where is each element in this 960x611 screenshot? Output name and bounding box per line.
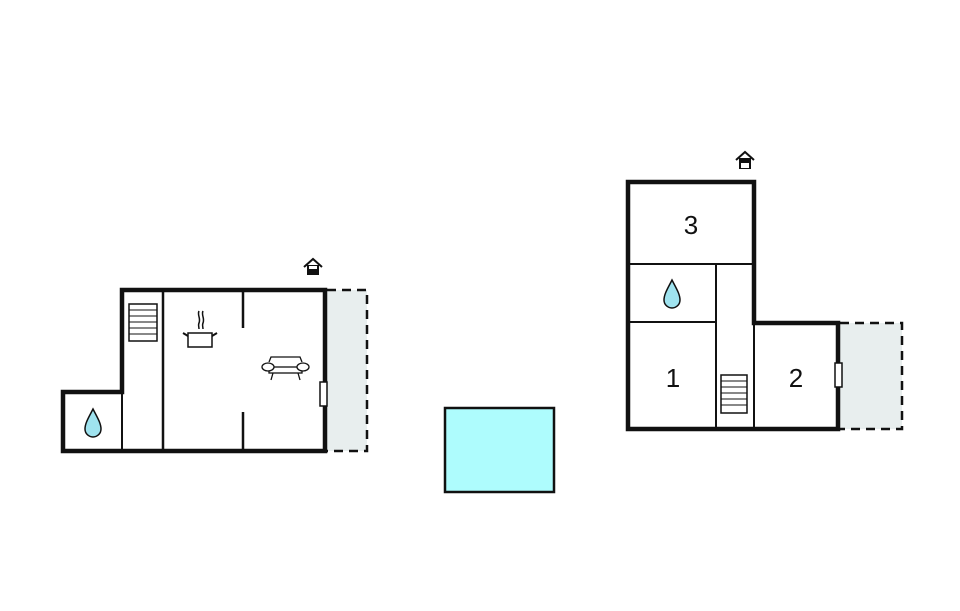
sofa-icon <box>261 356 310 381</box>
ground-floor-terrace <box>327 288 369 453</box>
door-icon <box>834 362 843 388</box>
room-label-3: 3 <box>684 210 698 240</box>
door-icon <box>319 381 328 407</box>
stairs-icon <box>128 303 158 342</box>
water-drop-icon <box>84 407 102 438</box>
cooking-pot-icon <box>182 310 218 348</box>
house-entrance-icon <box>735 150 755 169</box>
upper-floor-plan: 3 1 2 <box>625 150 904 432</box>
water-drop-icon <box>663 278 681 309</box>
upper-floor-terrace <box>840 321 904 431</box>
swimming-pool <box>443 406 556 494</box>
room-label-1: 1 <box>666 363 680 393</box>
room-label-2: 2 <box>789 363 803 393</box>
stairs-icon <box>720 374 748 414</box>
ground-floor-outer-wall <box>60 287 328 454</box>
ground-floor-plan <box>60 257 369 454</box>
house-entrance-icon <box>303 257 323 275</box>
